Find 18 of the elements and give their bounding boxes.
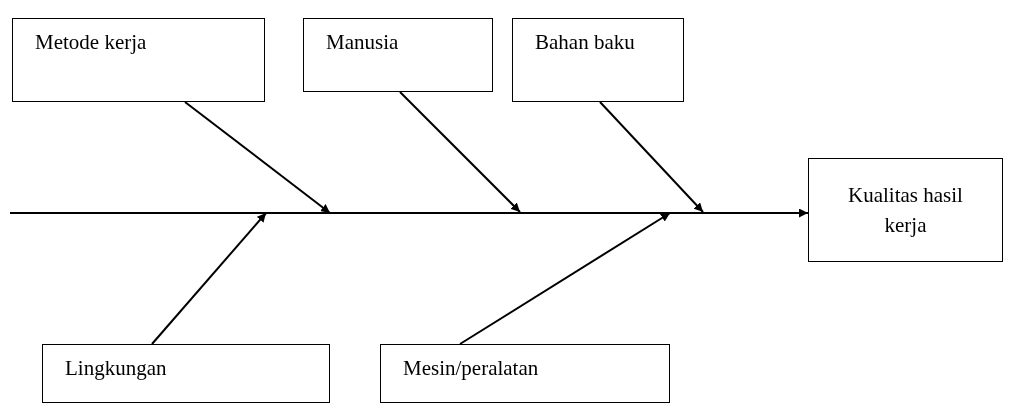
cause-box [380, 344, 670, 403]
box-label: Bahan baku [535, 29, 635, 56]
cause-box [808, 158, 1003, 262]
box-label: Metode kerja [35, 29, 147, 56]
box-label: Lingkungan [65, 355, 167, 382]
arrow [9, 208, 809, 218]
box-label: Mesin/peralatan [403, 355, 539, 382]
cause-box [303, 18, 493, 92]
arrow [151, 212, 267, 345]
cause-box [12, 18, 265, 102]
arrow [184, 101, 331, 214]
cause-box [42, 344, 330, 403]
arrow [399, 91, 521, 213]
box-label: Manusia [326, 29, 399, 56]
cause-box [512, 18, 684, 102]
arrow [459, 212, 671, 345]
arrow [599, 101, 704, 213]
box-label: Kualitas hasil kerja [847, 181, 964, 239]
